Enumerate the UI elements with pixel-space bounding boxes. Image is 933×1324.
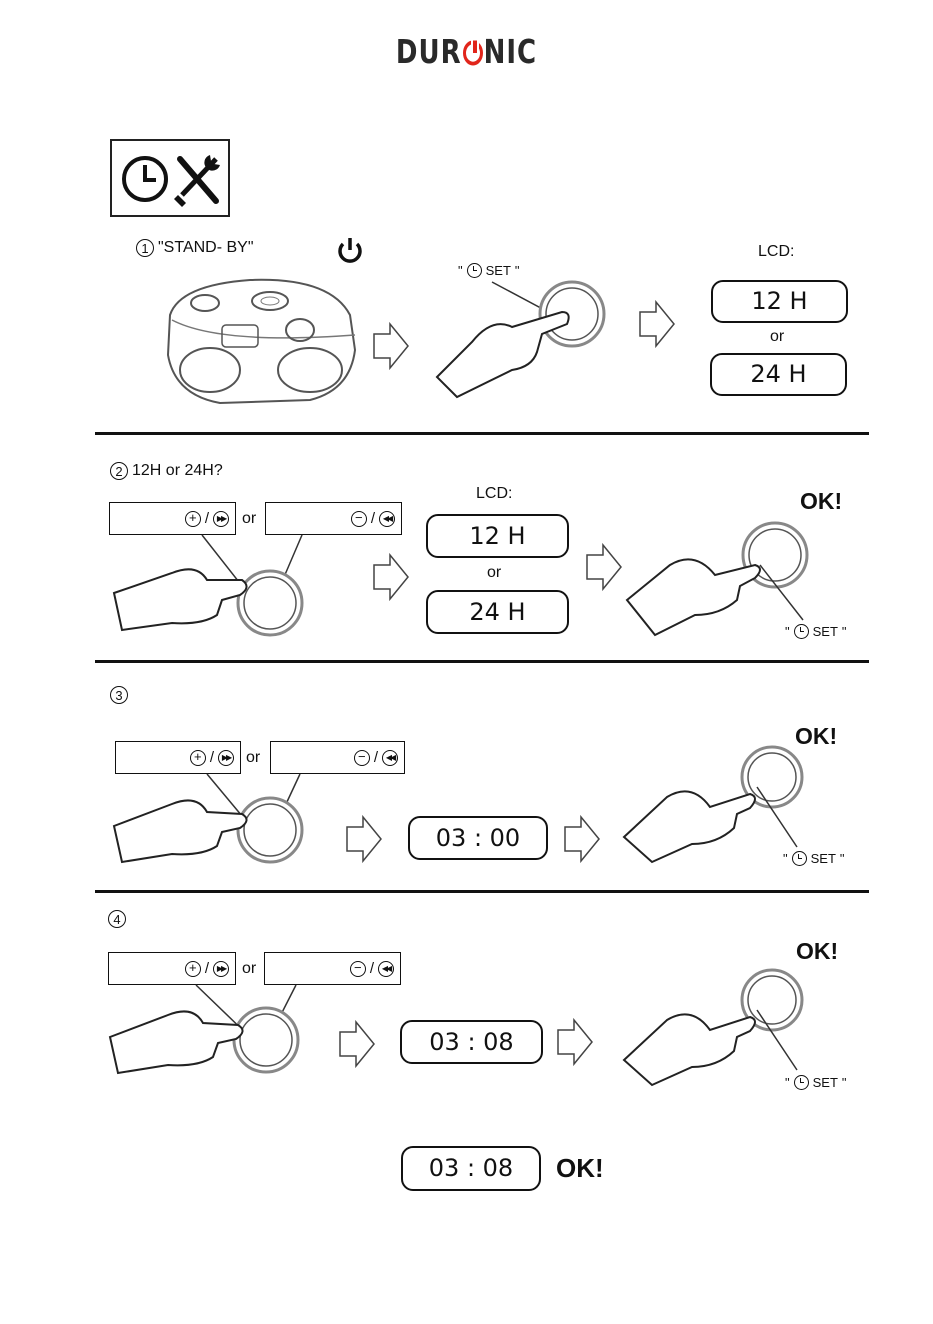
minus-icon: − (354, 750, 370, 766)
hand-press-dial (108, 985, 368, 1085)
plus-icon: + (185, 961, 201, 977)
step1-heading: 1"STAND- BY" (136, 239, 254, 257)
divider (95, 432, 869, 435)
step3-heading: 3 (110, 686, 132, 704)
or-text: or (770, 328, 784, 346)
quote: " (842, 1075, 847, 1090)
step2-label: 12H or 24H? (132, 462, 223, 479)
right-arrow-icon (563, 815, 601, 863)
or-text: or (487, 564, 501, 582)
right-arrow-icon (638, 300, 676, 348)
clock-icon (794, 624, 809, 639)
plus-next-button[interactable]: +/▶▶ (115, 741, 241, 774)
hand-press-dial (112, 774, 372, 874)
step1-label: "STAND- BY" (158, 239, 254, 256)
minus-prev-button[interactable]: −/◀◀ (264, 952, 401, 985)
clock-icon (794, 1075, 809, 1090)
right-arrow-icon (345, 815, 383, 863)
step-number: 3 (110, 686, 128, 704)
set-label: SET (813, 624, 838, 639)
skip-forward-icon: ▶▶ (218, 750, 234, 766)
set-button-callout: " SET " (785, 1075, 847, 1090)
boombox-illustration (160, 275, 360, 410)
logo-text-right: NIC (484, 34, 538, 72)
right-arrow-icon (372, 553, 410, 601)
slash: / (370, 960, 374, 977)
hand-press-dial (622, 975, 812, 1095)
set-label: SET (813, 1075, 838, 1090)
slash: / (205, 960, 209, 977)
set-button-callout: " SET " (785, 624, 847, 639)
step-number: 1 (136, 239, 154, 257)
step4-heading: 4 (108, 910, 130, 928)
slash: / (371, 510, 375, 527)
lcd-time: 03 : 08 (400, 1020, 543, 1064)
right-arrow-icon (372, 322, 410, 370)
minus-prev-button[interactable]: −/◀◀ (270, 741, 405, 774)
lcd-12h: 12 H (711, 280, 848, 323)
lcd-time: 03 : 00 (408, 816, 548, 860)
skip-back-icon: ◀◀ (379, 511, 395, 527)
right-arrow-icon (556, 1018, 594, 1066)
clock-setting-icon-box (110, 139, 230, 217)
lcd-label: LCD: (758, 243, 794, 261)
minus-icon: − (350, 961, 366, 977)
logo-power-icon (463, 41, 483, 66)
plus-icon: + (185, 511, 201, 527)
quote: " (785, 1075, 790, 1090)
skip-forward-icon: ▶▶ (213, 961, 229, 977)
or-text: or (242, 510, 256, 528)
ok-label: OK! (800, 488, 842, 515)
tools-icon (112, 141, 232, 219)
ok-label: OK! (795, 723, 837, 750)
quote: " (783, 851, 788, 866)
lcd-12h: 12 H (426, 514, 569, 558)
skip-back-icon: ◀◀ (378, 961, 394, 977)
minus-prev-button[interactable]: −/◀◀ (265, 502, 402, 535)
logo-text-left: DUR (396, 34, 462, 72)
hand-press-dial (432, 272, 612, 402)
lcd-24h: 24 H (426, 590, 569, 634)
lcd-final-time: 03 : 08 (401, 1146, 541, 1191)
lcd-label: LCD: (476, 485, 512, 503)
step-number: 4 (108, 910, 126, 928)
ok-label: OK! (556, 1153, 604, 1184)
skip-back-icon: ◀◀ (382, 750, 398, 766)
slash: / (210, 749, 214, 766)
right-arrow-icon (338, 1020, 376, 1068)
brand-logo: DUR NIC (0, 34, 933, 72)
quote: " (840, 851, 845, 866)
or-text: or (242, 960, 256, 978)
slash: / (205, 510, 209, 527)
quote: " (785, 624, 790, 639)
divider (95, 660, 869, 663)
divider (95, 890, 869, 893)
ok-label: OK! (796, 938, 838, 965)
power-icon (335, 236, 365, 266)
plus-next-button[interactable]: +/▶▶ (108, 952, 236, 985)
quote: " (842, 624, 847, 639)
lcd-24h: 24 H (710, 353, 847, 396)
minus-icon: − (351, 511, 367, 527)
step-number: 2 (110, 462, 128, 480)
hand-press-dial (112, 535, 372, 635)
or-text: or (246, 749, 260, 767)
set-label: SET (811, 851, 836, 866)
skip-forward-icon: ▶▶ (213, 511, 229, 527)
plus-next-button[interactable]: +/▶▶ (109, 502, 236, 535)
slash: / (374, 749, 378, 766)
clock-icon (792, 851, 807, 866)
hand-press-dial (625, 520, 815, 640)
set-button-callout: " SET " (783, 851, 845, 866)
right-arrow-icon (585, 543, 623, 591)
plus-icon: + (190, 750, 206, 766)
